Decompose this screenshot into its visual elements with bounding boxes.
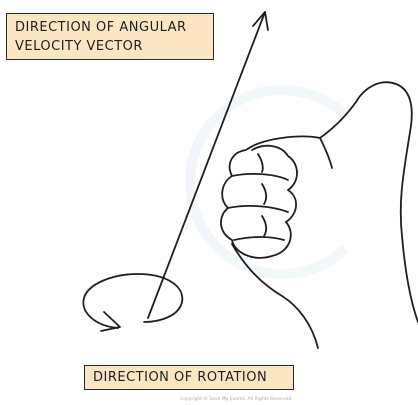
rotation-arrow	[82, 273, 184, 332]
hand-illustration	[220, 81, 418, 349]
angular-velocity-label-line1: DIRECTION OF ANGULAR	[15, 20, 187, 35]
angular-velocity-arrow	[147, 11, 269, 319]
rotation-label: DIRECTION OF ROTATION	[84, 365, 294, 390]
angular-velocity-label: DIRECTION OF ANGULAR VELOCITY VECTOR	[6, 13, 214, 60]
copyright-text: Copyright © Save My Exams. All Rights Re…	[180, 397, 292, 402]
angular-velocity-label-line2: VELOCITY VECTOR	[15, 39, 143, 54]
